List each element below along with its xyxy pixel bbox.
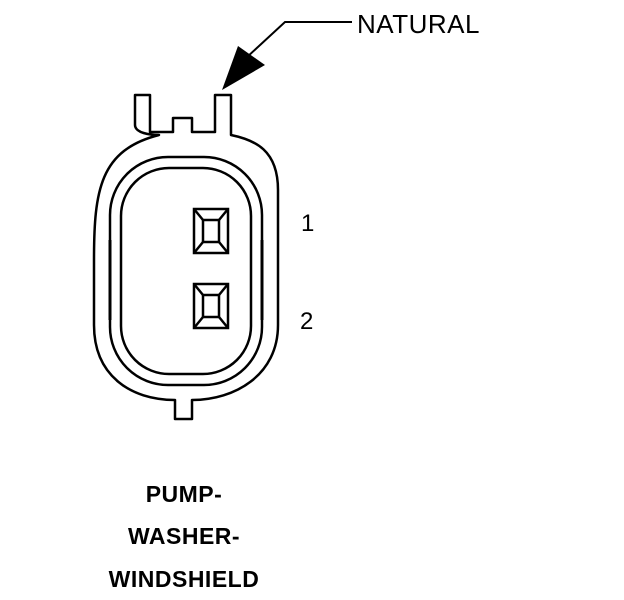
pin-1-number: 1 [301, 210, 315, 237]
connector-housing [92, 93, 280, 421]
pin-2-number: 2 [300, 308, 314, 335]
callout-leader [222, 21, 352, 90]
pin-2-terminal [192, 282, 230, 330]
connector-name-line-3: WINDSHIELD [108, 566, 260, 592]
arrow-head [222, 46, 265, 90]
pin-1-terminal [192, 207, 230, 255]
connector-name-line-2: WASHER- [127, 523, 241, 549]
terminal-cavity [108, 155, 264, 387]
terminal-cavity-inner [119, 166, 253, 376]
color-callout-label: NATURAL [357, 9, 480, 39]
connector-name-line-1: PUMP- [145, 481, 223, 507]
